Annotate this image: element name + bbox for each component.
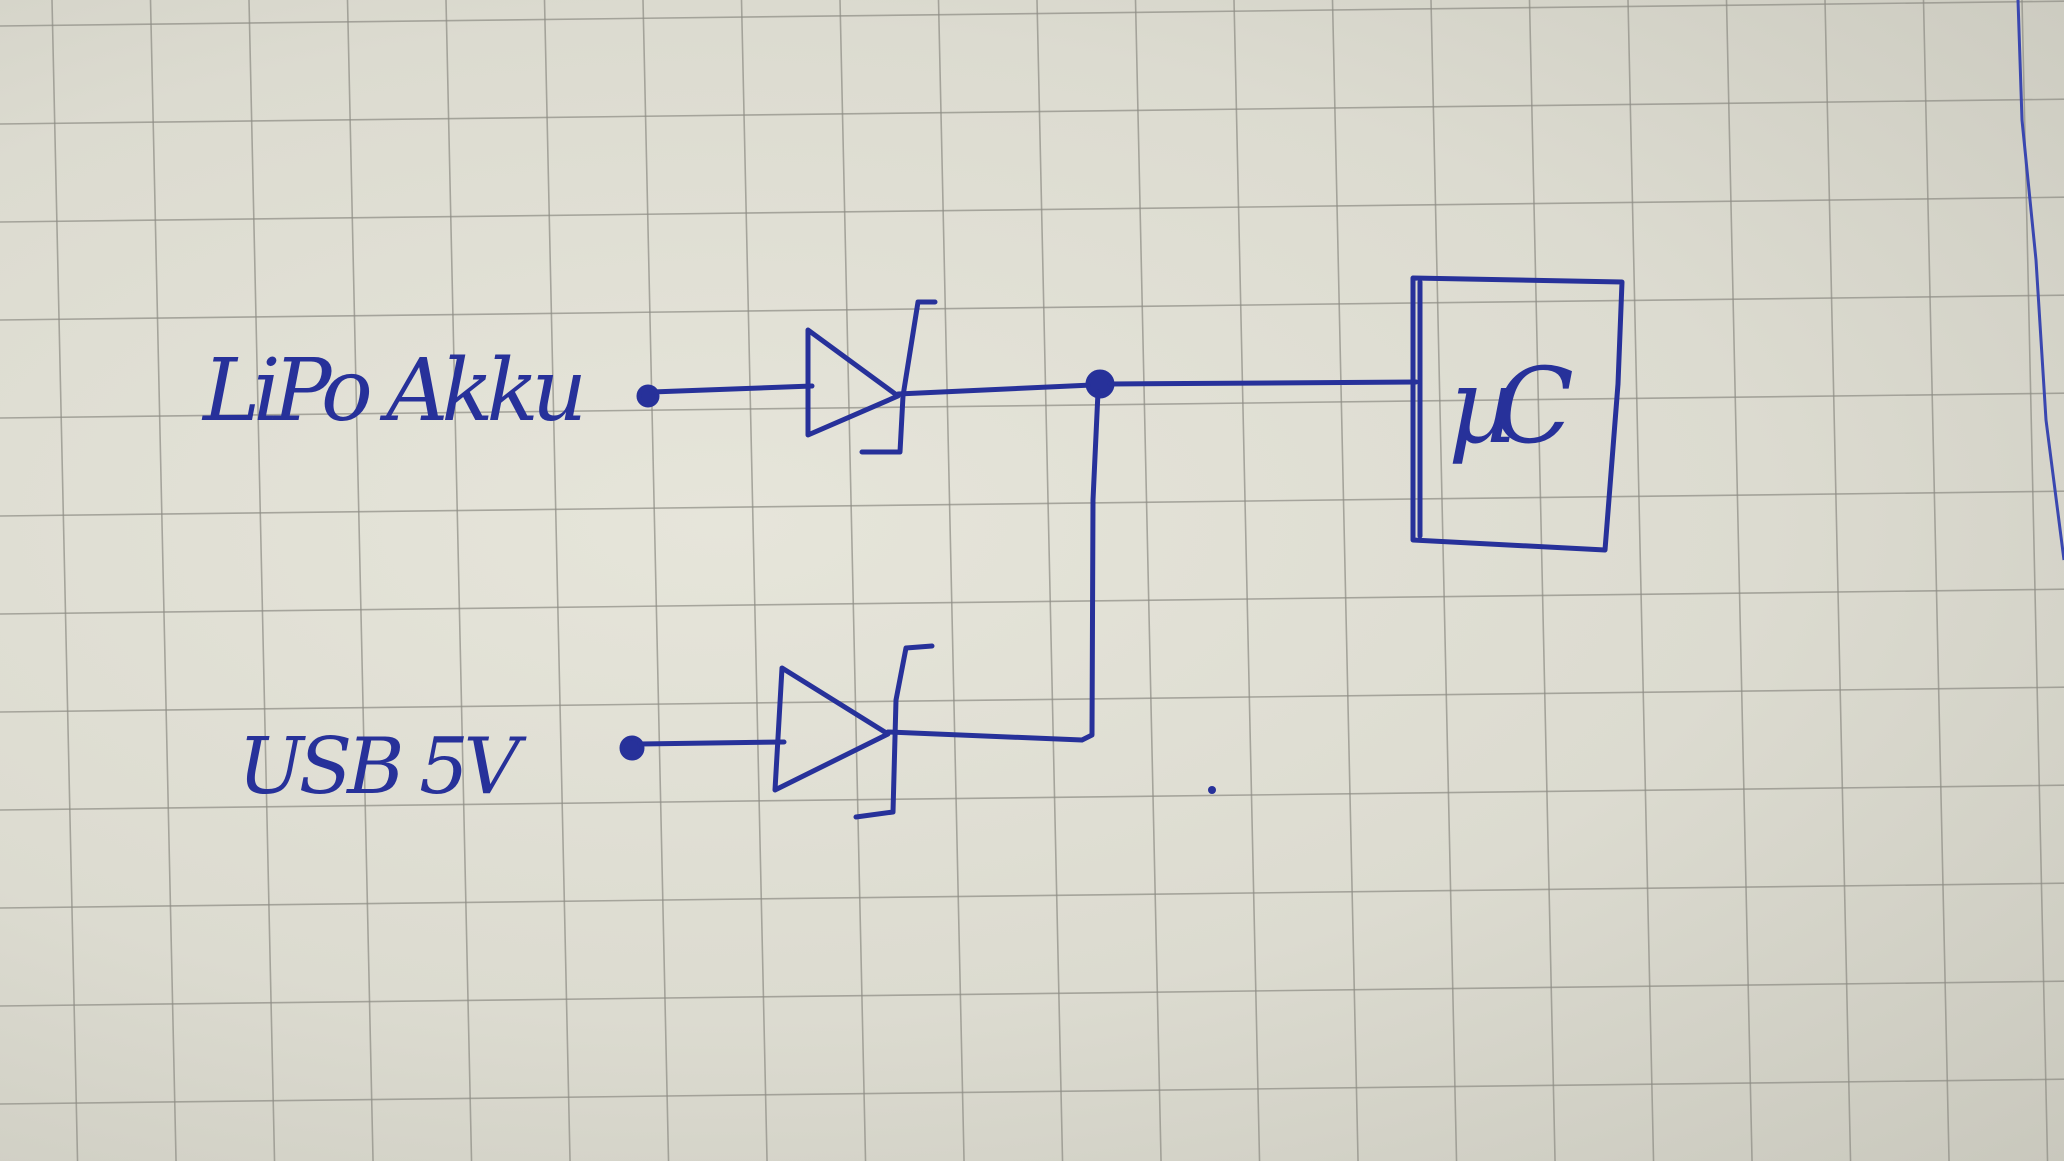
grid-line-vertical [839, 0, 867, 1161]
grid-line-vertical [149, 0, 177, 1161]
grid-line-vertical [1331, 0, 1359, 1161]
grid-line-vertical [445, 0, 473, 1161]
circuit-schematic [619, 275, 1625, 820]
grid-line-horizontal [0, 196, 2064, 223]
grid-line-vertical [51, 0, 79, 1161]
junction-to-mcu-wire [1107, 379, 1419, 387]
mcu-label: µC [1448, 345, 1574, 467]
diode-triangle [772, 665, 891, 793]
grid-line-vertical [346, 0, 374, 1161]
grid-line-vertical [1233, 0, 1261, 1161]
grid-line-horizontal [0, 980, 2064, 1007]
usb-schottky-diode [772, 643, 935, 820]
battery-label: LiPo Akku [201, 341, 587, 441]
stray-ink-dot [1208, 786, 1216, 794]
grid-line-horizontal [0, 1078, 2064, 1105]
grid-line-horizontal [0, 0, 2064, 27]
battery-input-wire [649, 383, 815, 395]
usb-terminal-dot [619, 735, 645, 761]
grid-line-vertical [740, 0, 768, 1161]
grid-line-vertical [642, 0, 670, 1161]
grid-line-vertical [1528, 0, 1556, 1161]
grid-line-vertical [2021, 0, 2049, 1161]
usb-label: USB 5V [238, 722, 527, 812]
battery-output-wire [895, 382, 1095, 397]
grid-line-vertical [1036, 0, 1064, 1161]
diode-bar [853, 643, 935, 820]
grid-line-horizontal [0, 588, 2064, 615]
grid-line-horizontal [0, 686, 2064, 713]
grid-line-vertical [1725, 0, 1753, 1161]
grid-line-horizontal [0, 490, 2064, 517]
grid-line-vertical [1922, 0, 1950, 1161]
grid-line-vertical [937, 0, 965, 1161]
usb-branch-wire [885, 389, 1101, 743]
diode-triangle [805, 327, 901, 438]
grid-line-vertical [1824, 0, 1852, 1161]
grid-line-horizontal [0, 784, 2064, 811]
grid-line-horizontal [0, 392, 2064, 419]
grid-line-vertical [248, 0, 276, 1161]
grid-line-horizontal [0, 98, 2064, 125]
usb-input-wire [637, 739, 787, 747]
grid-line-vertical [1134, 0, 1162, 1161]
microcontroller-block [1410, 275, 1625, 553]
grid-line-horizontal [0, 882, 2064, 909]
grid-line-vertical [1627, 0, 1655, 1161]
battery-schottky-diode [805, 299, 938, 455]
notebook-margin-line [2016, 0, 2064, 561]
grid-line-vertical [1430, 0, 1458, 1161]
grid-line-horizontal [0, 294, 2064, 321]
mcu-box [1410, 275, 1625, 553]
grid-line-vertical [543, 0, 571, 1161]
